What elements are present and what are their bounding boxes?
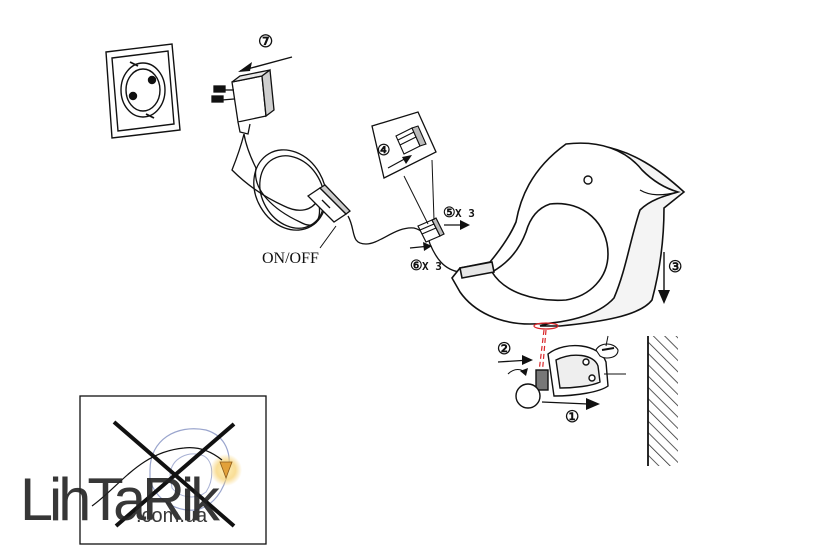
step-6-label: ⑥ <box>410 258 423 274</box>
step-2-label: ② <box>497 339 511 358</box>
switch-label: ON/OFF <box>262 250 319 267</box>
step-6-marker: ⑥ X 3 <box>409 242 442 274</box>
lamp-cable <box>347 215 461 273</box>
watermark-main: LihTaRik <box>20 466 221 533</box>
wall-section-icon <box>647 336 678 466</box>
step-2-marker: ② <box>497 339 533 376</box>
step-1-marker: ① <box>541 398 600 426</box>
bird-lamp-icon <box>451 142 686 327</box>
power-cable <box>231 133 327 231</box>
step-3-label: ③ <box>668 257 682 276</box>
step-3-marker: ③ <box>658 252 682 304</box>
cable-connector-icon <box>417 217 445 243</box>
inline-switch-icon <box>306 184 351 223</box>
wall-bracket-icon <box>515 335 626 409</box>
step-5-label: ⑤ <box>443 205 456 221</box>
watermark-sub: .com.ua <box>136 505 208 527</box>
wall-socket-icon <box>105 43 181 139</box>
step-1-label: ① <box>565 407 579 426</box>
connector-detail-callout: ④ <box>371 111 437 225</box>
no-open-flame-icon <box>79 395 267 545</box>
step-5-marker: ⑤ X 3 <box>443 205 475 230</box>
step-7-label: ⑦ <box>258 32 273 52</box>
step-6-count: X 3 <box>422 260 442 273</box>
power-adapter-icon <box>211 68 275 135</box>
step-7-marker: ⑦ <box>238 32 293 72</box>
watermark: LihTaRik .com.ua <box>20 466 225 533</box>
step-4-label: ④ <box>377 141 390 159</box>
step-5-count: X 3 <box>455 207 475 220</box>
